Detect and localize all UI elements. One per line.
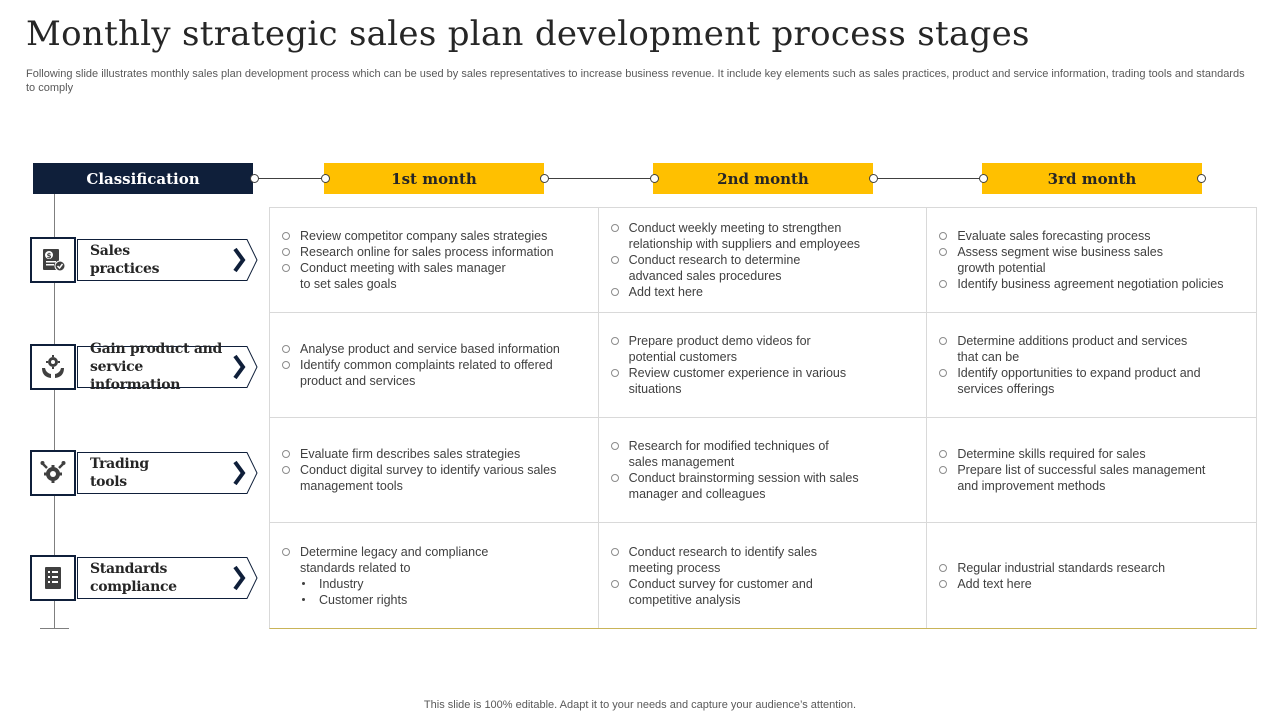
standards-icon-box <box>30 555 76 601</box>
bullet-list: Evaluate firm describes sales strategies… <box>282 446 556 494</box>
month-label-2: 2nd month <box>717 169 809 188</box>
chevron-right-icon <box>233 460 246 486</box>
connector-dot <box>540 174 549 183</box>
classification-label: Classification <box>86 169 200 188</box>
connector-line <box>544 178 654 179</box>
connector-dot <box>869 174 878 183</box>
list-item: Conduct digital survey to identify vario… <box>282 462 556 494</box>
chevron-right-icon <box>233 247 246 273</box>
connector-dot <box>321 174 330 183</box>
bullet-list: Analyse product and service based inform… <box>282 341 560 389</box>
hands-gear-icon <box>42 355 64 378</box>
list-item: Review competitor company sales strategi… <box>282 228 554 244</box>
list-item: Identify common complaints related to of… <box>282 357 560 389</box>
list-item: Identify opportunities to expand product… <box>939 365 1201 397</box>
plan-grid: Review competitor company sales strategi… <box>269 207 1257 629</box>
connector-line <box>253 178 325 179</box>
sales-document-icon: $ <box>43 249 66 272</box>
page-subtitle: Following slide illustrates monthly sale… <box>26 68 1245 94</box>
grid-cell: Evaluate firm describes sales strategies… <box>270 418 599 523</box>
connector-dot <box>979 174 988 183</box>
month-header-2: 2nd month <box>653 163 873 194</box>
list-item: Determine skills required for sales <box>939 446 1205 462</box>
grid-cell: Analyse product and service based inform… <box>270 313 599 418</box>
connector-dot <box>1197 174 1206 183</box>
list-item: Prepare list of successful sales managem… <box>939 462 1205 494</box>
connector-line <box>873 178 983 179</box>
sales-practices-icon-box: $ <box>30 237 76 283</box>
classification-header: Classification <box>33 163 253 194</box>
list-item: Analyse product and service based inform… <box>282 341 560 357</box>
list-item: Add text here <box>610 284 860 300</box>
list-item: Research online for sales process inform… <box>282 244 554 260</box>
list-item: Customer rights <box>282 592 488 608</box>
month-label-1: 1st month <box>391 169 477 188</box>
timeline-spine-base <box>40 628 69 629</box>
page-title: Monthly strategic sales plan development… <box>26 14 1030 54</box>
list-item: Conduct brainstorming session with sales… <box>610 470 859 502</box>
grid-cell: Determine additions product and services… <box>927 313 1256 418</box>
month-header-1: 1st month <box>324 163 544 194</box>
bullet-list: Determine additions product and services… <box>939 333 1201 397</box>
svg-text:$: $ <box>47 252 52 260</box>
connector-dot <box>250 174 259 183</box>
month-header-3: 3rd month <box>982 163 1202 194</box>
checklist-icon <box>45 567 61 589</box>
list-item: Add text here <box>939 576 1165 592</box>
list-item: Evaluate sales forecasting process <box>939 228 1223 244</box>
list-item: Evaluate firm describes sales strategies <box>282 446 556 462</box>
list-item: Determine additions product and services… <box>939 333 1200 365</box>
list-item: Industry <box>282 576 488 592</box>
footer-note: This slide is 100% editable. Adapt it to… <box>423 699 857 711</box>
list-item: Regular industrial standards research <box>939 560 1165 576</box>
list-item: Identify business agreement negotiation … <box>939 276 1223 292</box>
month-label-3: 3rd month <box>1047 169 1137 188</box>
timeline-spine <box>54 194 55 628</box>
connector-dot <box>650 174 659 183</box>
trading-tools-icon-box <box>30 450 76 496</box>
chevron-right-icon <box>233 354 246 380</box>
grid-cell: Review competitor company sales strategi… <box>270 208 599 313</box>
bullet-list: Review competitor company sales strategi… <box>282 228 554 292</box>
tools-gear-icon <box>40 461 66 483</box>
chevron-right-icon <box>233 565 246 591</box>
product-info-icon-box <box>30 344 76 390</box>
